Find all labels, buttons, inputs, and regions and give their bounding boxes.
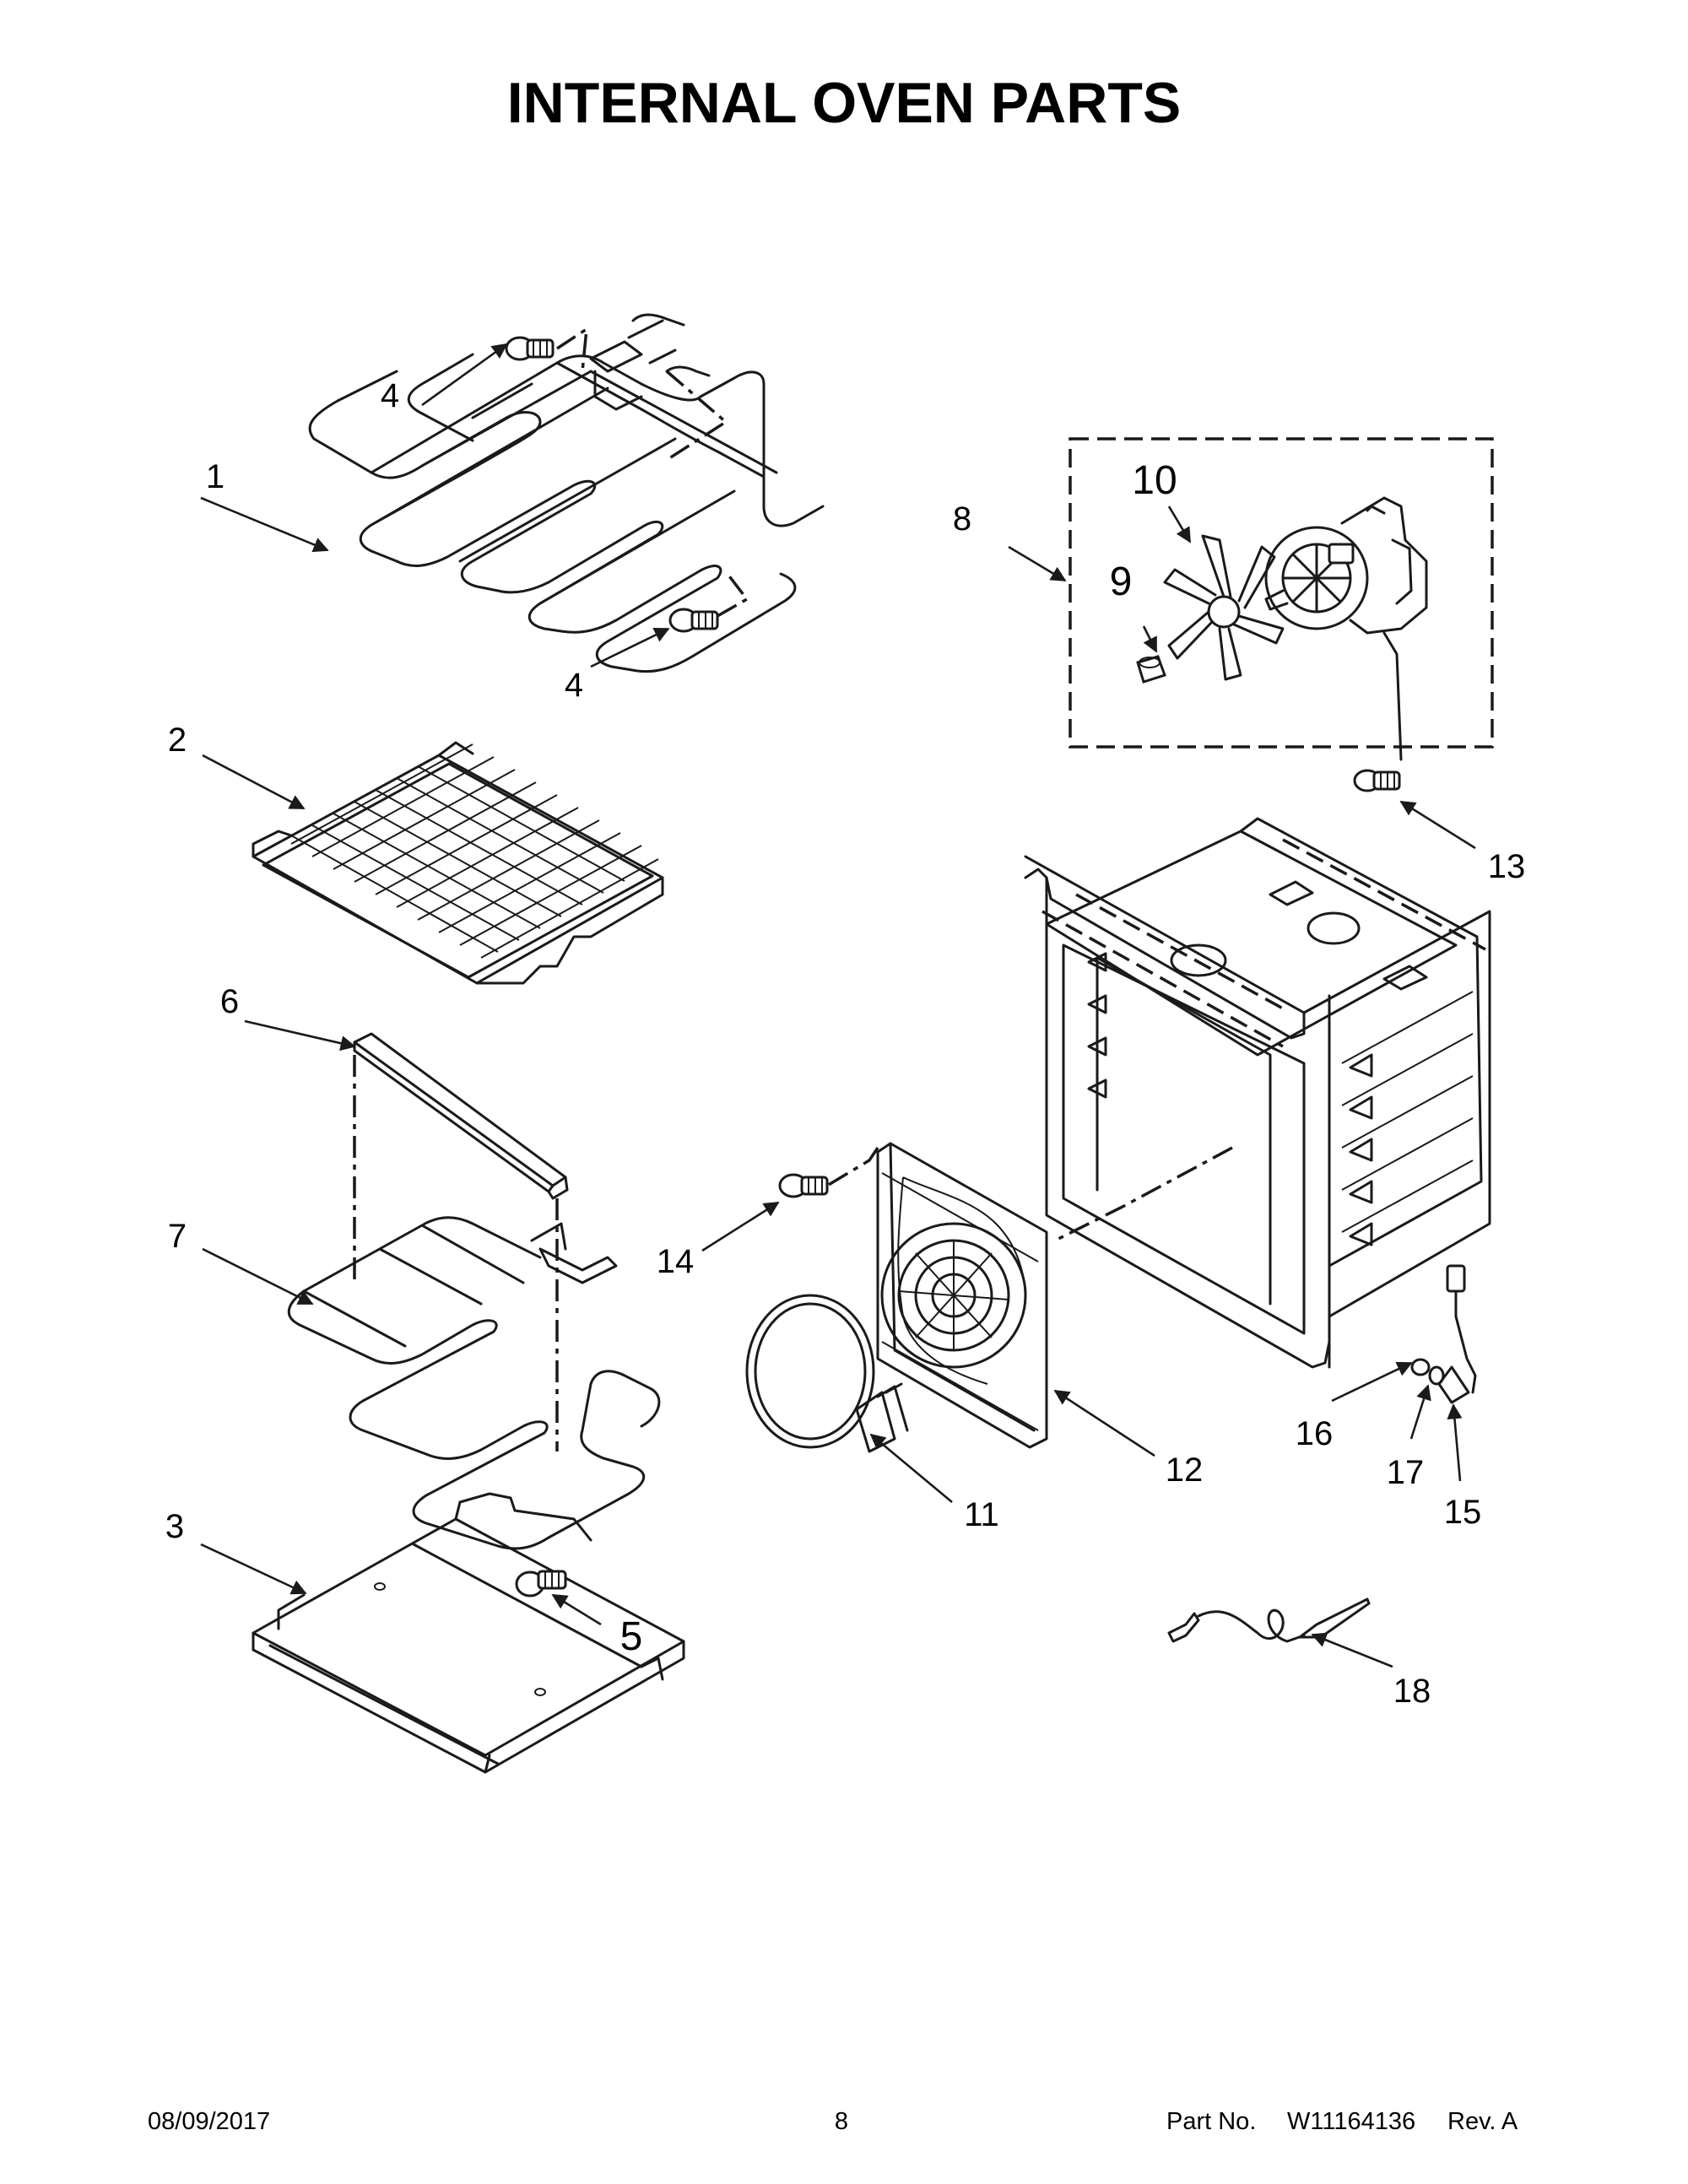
callout-11: 11 (964, 1496, 999, 1533)
callout-12: 12 (1166, 1451, 1204, 1489)
sensor-screw-part (1410, 1358, 1431, 1376)
oven-rack-part (252, 741, 664, 985)
temperature-sensor-part (1437, 1264, 1477, 1404)
footer-part-label: Part No. (1166, 2108, 1256, 2135)
callout-5: 5 (620, 1614, 643, 1659)
callout-8: 8 (953, 500, 971, 538)
footer-date: 08/09/2017 (148, 2108, 270, 2135)
callout-4-top: 4 (381, 377, 399, 414)
motor-screw-part (1353, 769, 1401, 792)
bake-element-part (288, 1216, 661, 1550)
fan-assembly-box (1069, 437, 1494, 749)
footer-part-number: W11164136 (1287, 2108, 1415, 2135)
oven-cavity (1024, 817, 1491, 1369)
fan-motor-part (1264, 496, 1428, 635)
screw-bottom (668, 608, 719, 633)
footer-revision: Rev. A (1447, 2108, 1518, 2135)
callout-13: 13 (1488, 848, 1526, 885)
footer-page-number: 8 (835, 2108, 848, 2135)
fan-blade-part (1163, 534, 1285, 681)
callout-7: 7 (168, 1218, 187, 1255)
callout-15: 15 (1444, 1494, 1482, 1531)
bottom-cover-part (252, 1492, 685, 1774)
fan-cover-part (876, 1142, 1048, 1449)
callout-10: 10 (1132, 458, 1177, 503)
callout-9: 9 (1110, 560, 1133, 604)
page-title: INTERNAL OVEN PARTS (507, 71, 1181, 135)
callout-14: 14 (657, 1243, 695, 1280)
fan-nut-part (1136, 655, 1166, 684)
cover-screw-part (778, 1173, 829, 1198)
callout-6: 6 (220, 983, 239, 1020)
callout-17: 17 (1387, 1454, 1425, 1491)
screw-top (505, 336, 555, 361)
callout-4-bottom: 4 (565, 667, 583, 704)
sensor-washer-part (1428, 1365, 1445, 1386)
callout-3: 3 (165, 1508, 184, 1545)
callout-16: 16 (1296, 1415, 1334, 1452)
callout-2: 2 (168, 722, 187, 759)
screw-cover (515, 1570, 567, 1597)
broil-element-part (308, 313, 825, 673)
callout-18: 18 (1393, 1673, 1431, 1710)
element-shield-part (353, 1032, 569, 1200)
leader-lines (200, 343, 1476, 1668)
callout-1: 1 (206, 458, 225, 495)
convection-element-part (745, 1294, 909, 1453)
meat-probe-part (1167, 1597, 1371, 1643)
